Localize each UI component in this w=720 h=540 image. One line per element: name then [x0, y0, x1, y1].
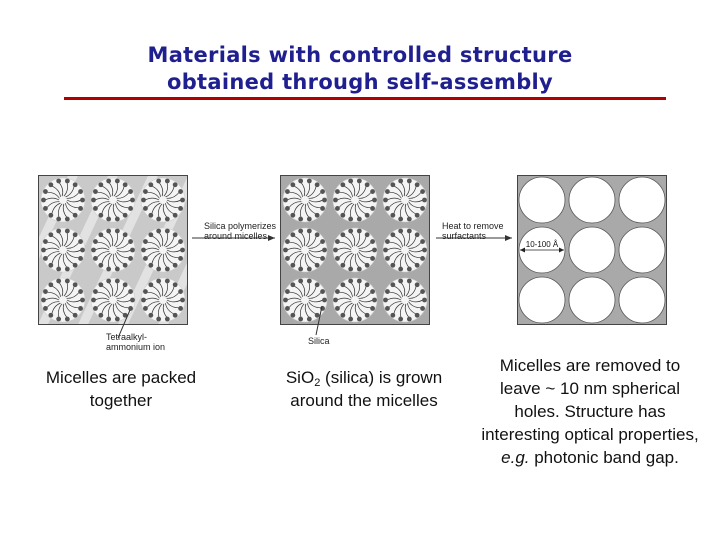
title-line-1: Materials with controlled structure: [147, 43, 573, 67]
pore: [618, 226, 666, 274]
pore: [518, 276, 566, 324]
caption-silica: SiO2 (silica) is grown around the micell…: [285, 368, 443, 410]
micelle: [332, 227, 378, 273]
micelle: [382, 177, 428, 223]
packed-micelles-image: [38, 175, 188, 325]
label-heat-remove: Heat to remove surfactants: [442, 221, 504, 241]
panel-silica-micelles: [280, 175, 430, 325]
micelle: [40, 177, 86, 223]
micelle: [332, 177, 378, 223]
micelle: [140, 177, 186, 223]
micelle: [332, 277, 378, 323]
label-silica-polymerizes: Silica polymerizes around micelles: [204, 221, 277, 241]
micelle: [90, 177, 136, 223]
label-tetraalkyl: Tetraalkyl- ammonium ion: [106, 332, 166, 352]
micelle: [140, 227, 186, 273]
micelle: [382, 227, 428, 273]
slide-title: Materials with controlled structure obta…: [60, 42, 660, 96]
micelle: [282, 227, 328, 273]
title-line-2: obtained through self-assembly: [166, 70, 554, 94]
pore-size-label: 10-100 Å: [526, 240, 559, 249]
pore: [568, 176, 616, 224]
pore: [568, 226, 616, 274]
pore: [618, 176, 666, 224]
silica-micelles-image: [280, 175, 430, 325]
pore: [568, 276, 616, 324]
panel-porous-silica: 10-100 Å: [517, 175, 667, 325]
micelle: [40, 227, 86, 273]
caption-packed: Micelles are packed together: [45, 368, 197, 410]
porous-silica-image: 10-100 Å: [517, 175, 667, 325]
micelle: [282, 177, 328, 223]
label-silica: Silica: [308, 336, 330, 346]
micelle: [90, 277, 136, 323]
micelle: [140, 277, 186, 323]
micelle: [40, 277, 86, 323]
micelle: [382, 277, 428, 323]
caption-removed: Micelles are removed to leave ~ 10 nm sp…: [481, 356, 699, 467]
micelle: [90, 227, 136, 273]
title-underline: [64, 97, 666, 100]
pore: [618, 276, 666, 324]
pore: [518, 176, 566, 224]
panel-packed-micelles: [38, 175, 188, 325]
micelle: [282, 277, 328, 323]
